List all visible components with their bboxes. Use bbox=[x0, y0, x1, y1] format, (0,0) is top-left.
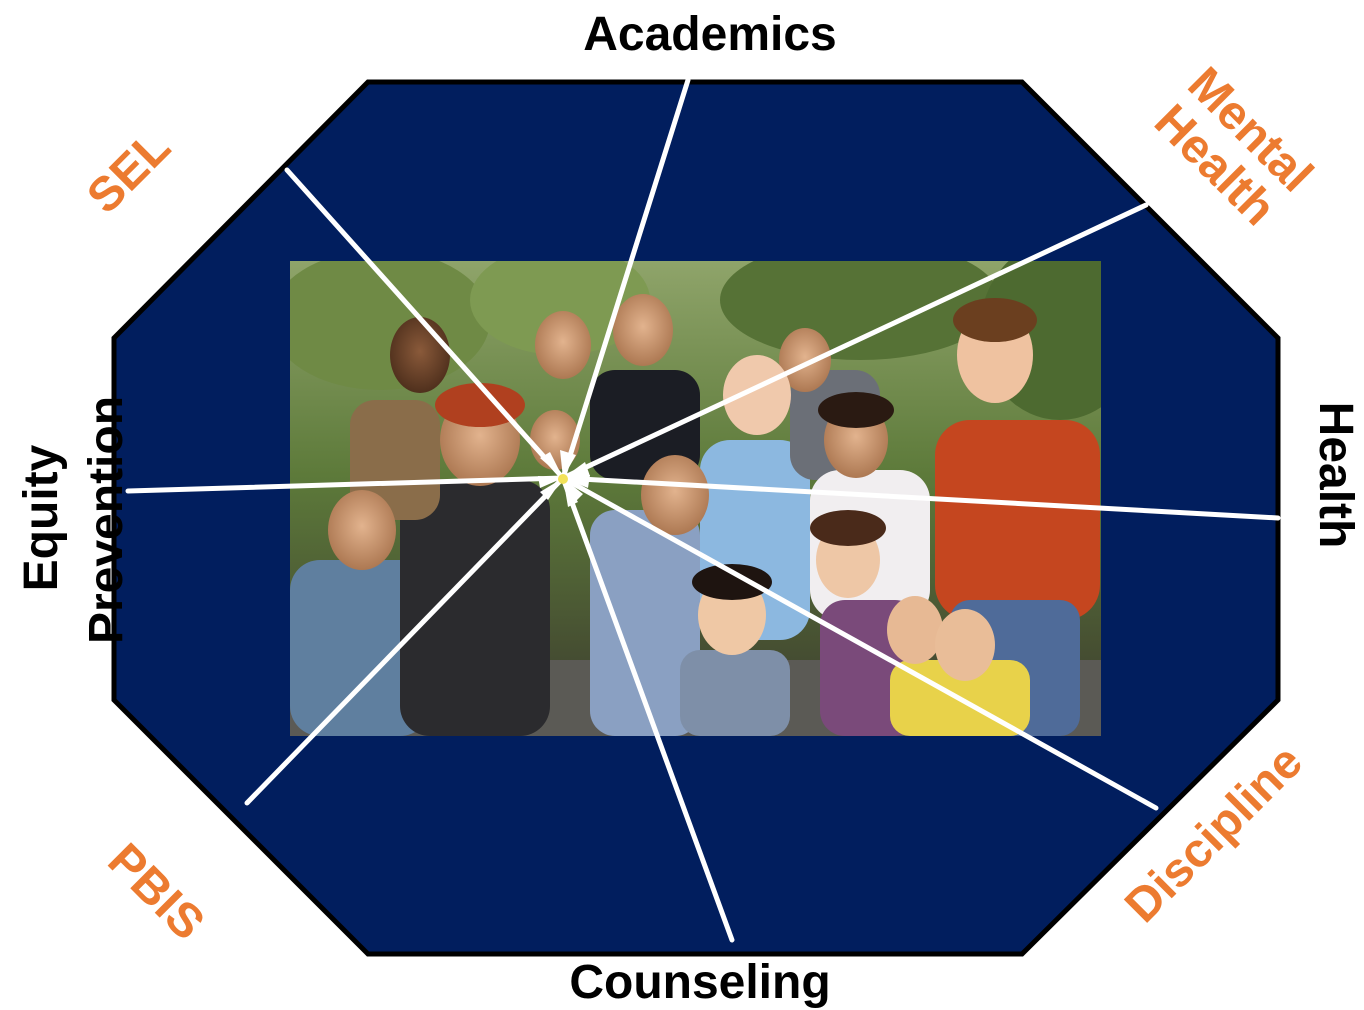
spoke-pbis bbox=[244, 475, 566, 806]
label-counseling: Counseling bbox=[569, 956, 830, 1009]
label-equity: Equity bbox=[15, 444, 68, 591]
spoke-academics bbox=[560, 77, 691, 481]
spoke-discipline bbox=[560, 475, 1159, 811]
spoke-mental-health bbox=[560, 202, 1149, 481]
label-academics: Academics bbox=[583, 8, 836, 61]
label-mental-health: Mental Health bbox=[1144, 57, 1322, 235]
spoke-health bbox=[560, 475, 1281, 521]
spoke-equity-prevention bbox=[125, 475, 566, 494]
label-prevention: Prevention bbox=[80, 396, 133, 644]
center-star bbox=[558, 474, 568, 484]
spoke-sel bbox=[284, 167, 566, 481]
label-health: Health bbox=[1309, 402, 1362, 549]
label-sel: SEL bbox=[77, 120, 180, 223]
spokes bbox=[125, 77, 1281, 943]
arrowheads bbox=[538, 450, 590, 507]
label-pbis: PBIS bbox=[98, 834, 215, 951]
spoke-counseling bbox=[560, 475, 735, 943]
